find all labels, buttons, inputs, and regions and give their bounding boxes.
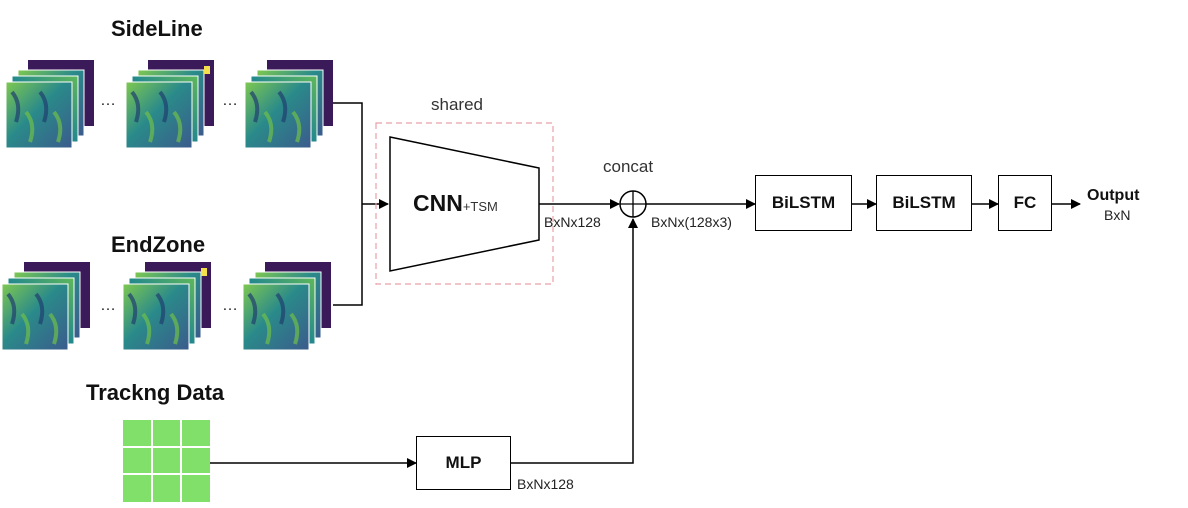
sideline-frame-stack-2 bbox=[125, 60, 214, 149]
endzone-frame-stack-3 bbox=[242, 262, 331, 351]
output-title: Output bbox=[1087, 187, 1140, 204]
cnn-block bbox=[389, 136, 540, 272]
cnn-main-label: CNN bbox=[413, 190, 463, 216]
cnn-output-dim: BxNx128 bbox=[544, 214, 601, 230]
concat-output-dim: BxNx(128x3) bbox=[651, 214, 732, 230]
bilstm-block-2: BiLSTM bbox=[876, 175, 972, 231]
endzone-title: EndZone bbox=[111, 232, 206, 257]
sideline-frame-stack-1 bbox=[5, 60, 94, 149]
concat-label: concat bbox=[603, 157, 654, 176]
output-shape: BxN bbox=[1104, 207, 1131, 223]
bilstm-block-1: BiLSTM bbox=[755, 175, 852, 231]
sideline-ellipsis-1: … bbox=[100, 92, 117, 109]
mlp-to-concat-arrow bbox=[511, 218, 638, 464]
sideline-frame-stack-3 bbox=[244, 60, 333, 149]
shared-region bbox=[375, 122, 554, 285]
mlp-block: MLP bbox=[416, 436, 511, 490]
tracking-title: Trackng Data bbox=[86, 380, 225, 405]
sideline-ellipsis-2: … bbox=[222, 92, 239, 109]
cnn-sub-label: +TSM bbox=[462, 199, 498, 214]
endzone-ellipsis-1: … bbox=[100, 297, 117, 314]
fc-block: FC bbox=[998, 175, 1052, 231]
sideline-frame-stacks bbox=[5, 60, 333, 149]
input-connectors bbox=[333, 102, 389, 306]
sideline-title: SideLine bbox=[111, 16, 203, 41]
shared-label: shared bbox=[431, 95, 483, 114]
endzone-frame-stack-1 bbox=[1, 262, 90, 351]
endzone-frame-stack-2 bbox=[122, 262, 211, 351]
endzone-ellipsis-2: … bbox=[222, 297, 239, 314]
tracking-data-grid bbox=[123, 420, 210, 502]
cnn-label: CNN+TSM bbox=[413, 190, 498, 217]
endzone-frame-stacks bbox=[1, 262, 331, 351]
concat-op-icon bbox=[619, 190, 647, 218]
mlp-output-dim: BxNx128 bbox=[517, 476, 574, 492]
